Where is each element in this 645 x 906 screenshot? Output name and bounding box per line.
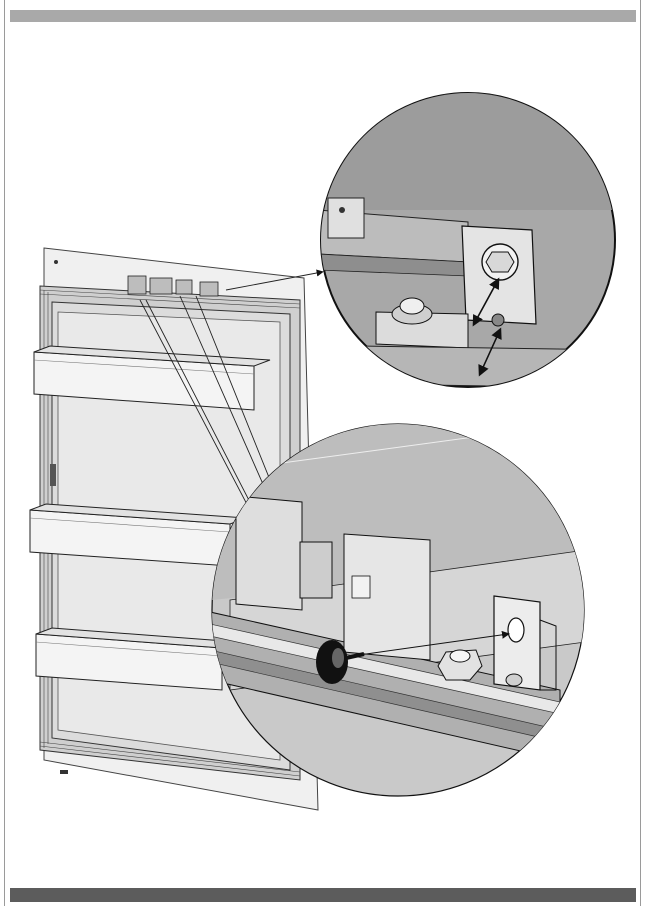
door-shelf-3: [35, 627, 239, 691]
detail-view-top: [320, 92, 616, 388]
page-border-right: [640, 0, 641, 906]
door-shelf-2: [29, 503, 247, 567]
header-bar: [10, 10, 636, 22]
footer-bar: [10, 888, 636, 902]
door-shelf-1: [33, 345, 271, 411]
page-border-left: [4, 0, 5, 906]
detail-view-bottom: [211, 423, 585, 797]
screw-mark: [54, 260, 58, 264]
door-latch: [50, 464, 56, 486]
bottom-mark: [60, 770, 68, 774]
top-hinge-brackets: [127, 275, 219, 297]
